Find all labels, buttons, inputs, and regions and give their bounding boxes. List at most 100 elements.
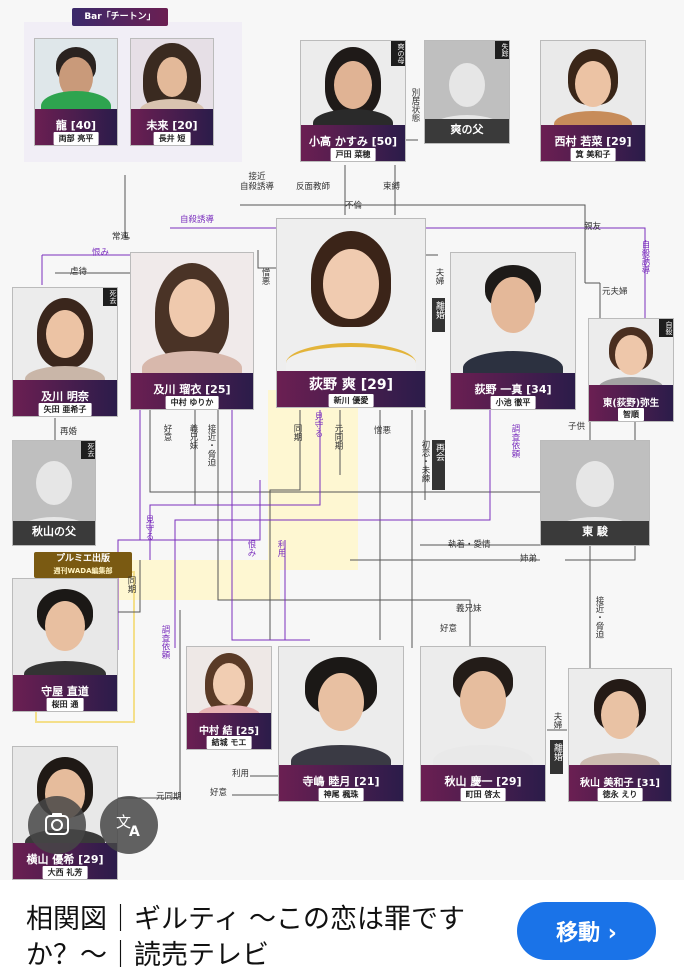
rel-regular: 常連 (112, 232, 130, 242)
rel-grudge-2: 恨み (246, 540, 256, 557)
lens-button[interactable] (28, 796, 86, 854)
rel-first-love: 初恋・未練 (420, 440, 430, 483)
rel-hatred: 憎悪 (374, 426, 392, 436)
person-name: 中村 結 [25] (198, 726, 260, 737)
divorce-badge-2: 離婚 (550, 740, 563, 774)
actor-name: 長井 短 (153, 132, 191, 145)
card-ryu[interactable]: 龍 [40] 両部 亮平 (34, 38, 118, 146)
person-name: 未来 [20] (146, 119, 198, 132)
card-father[interactable]: 失踪 爽の父 (424, 40, 510, 144)
rel-stepsister: 義兄妹 (188, 424, 198, 450)
move-button[interactable]: 移動 › (517, 902, 656, 960)
rel-suicide-lead: 自殺誘導 (180, 215, 215, 225)
person-name: 東(荻野)弥生 (602, 398, 660, 409)
translate-button[interactable]: 文 A (100, 796, 158, 854)
divorce-badge: 離婚 (432, 298, 445, 332)
rel-couple: 夫婦 (434, 268, 444, 285)
person-name: 小高 かすみ [50] (308, 135, 398, 148)
card-kasumi[interactable]: 爽の母 小高 かすみ [50] 戸田 菜穂 (300, 40, 406, 162)
actor-name: 矢田 亜希子 (38, 403, 92, 416)
person-name: 及川 瑠衣 [25] (153, 383, 231, 396)
rel-former-classmate: 元同期 (333, 424, 343, 450)
svg-text:A: A (129, 824, 140, 840)
bar-group-label: Bar「チートン」 (72, 8, 168, 26)
page-caption[interactable]: 相関図｜ギルティ 〜この恋は罪ですか？〜｜読売テレビ (26, 904, 465, 971)
status-tag: 失踪 (495, 41, 509, 59)
person-name: 西村 若菜 [29] (554, 135, 632, 148)
person-name: 寺嶋 睦月 [21] (302, 775, 380, 788)
rel-approach-threat: 接近・脅迫 (206, 424, 216, 467)
person-name: 秋山の父 (32, 525, 76, 538)
rel-suicide-lead-v: 自殺誘導 (640, 240, 650, 274)
rel-favor-3: 好意 (210, 788, 228, 798)
rel-investigate-2: 調査依頼 (160, 625, 170, 659)
rel-best-friend: 親友 (584, 222, 602, 232)
status-tag: 爽の母 (391, 41, 405, 66)
actor-name: 桜田 通 (46, 698, 84, 711)
rel-stepsister-2: 義兄妹 (456, 604, 482, 614)
rel-favor-2: 好意 (440, 624, 458, 634)
actor-name: 中村 ゆりか (165, 396, 219, 409)
status-tag: 自殺 (659, 319, 673, 337)
person-name: 秋山 美和子 [31] (579, 778, 661, 789)
rel-approach-threat-2: 接近・脅迫 (594, 596, 604, 639)
rel-reunion: 再会 (432, 440, 445, 490)
rel-investigate: 調査依頼 (510, 424, 520, 458)
person-name: 爽の父 (450, 123, 484, 136)
card-mirai[interactable]: 未来 [20] 長井 短 (130, 38, 214, 146)
card-shun[interactable]: 東 駿 (540, 440, 650, 546)
card-akina[interactable]: 死去 及川 明奈 矢田 亜希子 (12, 287, 118, 417)
actor-name: 箕 美和子 (570, 148, 616, 161)
svg-text:文: 文 (116, 813, 131, 831)
actor-name: 新川 優愛 (328, 394, 374, 407)
person-name: 東 駿 (582, 525, 608, 538)
actor-name: 大西 礼芳 (42, 866, 88, 879)
status-tag: 死去 (103, 288, 117, 306)
person-name: 荻野 爽 [29] (308, 377, 394, 393)
rel-former-couple: 元夫婦 (602, 287, 628, 297)
rel-hostile-teacher: 反面教師 (296, 182, 331, 192)
result-footer: 相関図｜ギルティ 〜この恋は罪ですか？〜｜読売テレビ 移動 › (0, 880, 684, 977)
rel-classmate: 同期 (292, 424, 302, 441)
person-name: 守屋 直道 (41, 685, 89, 698)
rel-grudge: 恨み (92, 248, 110, 258)
actor-name: 戸田 菜穂 (330, 148, 376, 161)
card-naomichi[interactable]: 守屋 直道 桜田 通 (12, 578, 118, 712)
rel-restraint: 束縛 (383, 182, 401, 192)
rel-use-2: 利用 (232, 769, 250, 779)
rel-affair: 不倫 (345, 201, 363, 211)
status-tag: 死去 (81, 441, 95, 459)
actor-name: 町田 啓太 (460, 788, 506, 801)
rel-favor: 好意 (162, 424, 172, 441)
actor-name: 徳永 えり (597, 788, 643, 801)
person-name: 龍 [40] (55, 119, 97, 132)
card-keiichi[interactable]: 秋山 慶一 [29] 町田 啓太 (420, 646, 546, 802)
card-sou[interactable]: 荻野 爽 [29] 新川 優愛 (276, 218, 426, 408)
highlight-sou (268, 390, 358, 570)
card-yayoi[interactable]: 自殺 東(荻野)弥生 智順 (588, 318, 674, 422)
actor-name: 両部 亮平 (53, 132, 99, 145)
person-name: 及川 明奈 (41, 390, 89, 403)
card-kazuma[interactable]: 荻野 一真 [34] 小池 徹平 (450, 252, 576, 410)
card-wakana[interactable]: 西村 若菜 [29] 箕 美和子 (540, 40, 646, 162)
rel-watch: 見守る (313, 412, 323, 438)
lens-icon (45, 813, 69, 835)
rel-classmate-2: 同期 (126, 576, 136, 593)
card-yui[interactable]: 中村 結 [25] 結城 モエ (186, 646, 272, 750)
plumie-group-label: プルミエ出版 週刊WADA編集部 (34, 552, 132, 578)
rel-abuse: 虐待 (70, 267, 88, 277)
rel-child: 子供 (568, 422, 586, 432)
rel-separated: 別居状態 (410, 88, 420, 122)
card-mutsuki[interactable]: 寺嶋 睦月 [21] 神尾 楓珠 (278, 646, 404, 802)
card-akiyama-father[interactable]: 死去 秋山の父 (12, 440, 96, 546)
actor-name: 結城 モエ (206, 736, 252, 749)
rel-couple-2: 夫婦 (552, 712, 562, 729)
person-name: 横山 優希 [29] (26, 853, 104, 866)
rel-remarry: 再婚 (60, 427, 78, 437)
card-rui[interactable]: 及川 瑠衣 [25] 中村 ゆりか (130, 252, 254, 410)
person-name: 秋山 慶一 [29] (444, 775, 522, 788)
person-name: 荻野 一真 [34] (474, 383, 552, 396)
highlight-plumie (116, 560, 280, 600)
card-miwako[interactable]: 秋山 美和子 [31] 徳永 えり (568, 668, 672, 802)
rel-obsession: 執着・愛情 (448, 540, 491, 550)
